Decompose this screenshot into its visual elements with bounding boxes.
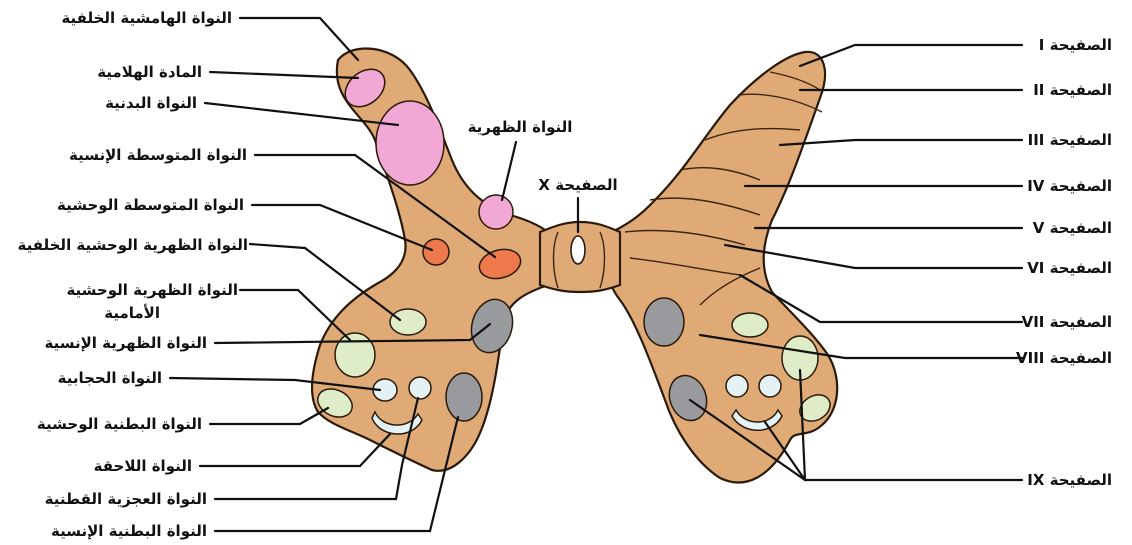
label-lamina-8: الصفيحة VIII: [1016, 349, 1112, 367]
label-retrodorsolateral-nucleus: النواة اللاحقة: [94, 457, 192, 475]
label-substantia-gelatinosa: المادة الهلامية: [97, 63, 202, 81]
label-lamina-2: الصفيحة II: [1033, 81, 1112, 99]
label-intermediolateral-nucleus: النواة المتوسطة الوحشية: [57, 196, 244, 214]
label-intermediomedial-nucleus: النواة المتوسطة الإنسية: [69, 146, 247, 164]
anterior-dorsolateral-nucleus: [335, 333, 375, 377]
phrenic-nucleus-2: [409, 377, 431, 399]
leader-lamina-3: [780, 140, 1022, 145]
center-labels: النواة الظهرية الصفيحة X: [468, 118, 618, 194]
label-dorsal-nucleus: النواة الظهرية: [468, 118, 573, 136]
nucleus-proprius: [376, 101, 444, 185]
ventromedial-nucleus: [446, 373, 482, 421]
label-nucleus-proprius: النواة البدنية: [105, 94, 197, 112]
dorsal-nucleus: [479, 195, 513, 229]
right-blue-nucleus-1: [726, 375, 748, 397]
right-green-nucleus-upper: [732, 313, 768, 337]
intermediolateral-nucleus: [423, 239, 449, 265]
label-ventromedial-nucleus: النواة البطنية الإنسية: [51, 522, 207, 540]
label-lumbosacral-nucleus: النواة العجزية القطنية: [45, 490, 207, 508]
label-lamina-6: الصفيحة VI: [1027, 259, 1112, 277]
label-posteromarginal-nucleus: النواة الهامشية الخلفية: [61, 9, 232, 27]
label-lamina-5: الصفيحة V: [1033, 219, 1112, 237]
label-phrenic-nucleus: النواة الحجابية: [58, 369, 162, 387]
label-anterior-dorsolateral-nucleus-line1: النواة الظهرية الوحشية: [66, 281, 238, 299]
label-lamina-7: الصفيحة VII: [1022, 313, 1112, 331]
leader-ventrolateral: [210, 408, 328, 424]
right-gray-nucleus-upper: [644, 298, 684, 346]
label-lamina-3: الصفيحة III: [1028, 131, 1112, 149]
label-posterior-dorsolateral-nucleus: النواة الظهرية الوحشية الخلفية: [17, 236, 248, 254]
posterior-dorsolateral-nucleus: [390, 309, 426, 335]
leader-lamina-1: [800, 45, 1022, 66]
label-lamina-1: الصفيحة I: [1039, 36, 1112, 54]
leader-lamina-6: [725, 245, 1022, 268]
label-ventrolateral-nucleus: النواة البطنية الوحشية: [37, 415, 202, 433]
label-lamina-9: الصفيحة IX: [1027, 471, 1112, 489]
label-dorsomedial-nucleus: النواة الظهرية الإنسية: [44, 334, 207, 352]
leader-dorsal-nucleus: [502, 142, 516, 200]
label-anterior-dorsolateral-nucleus-line2: الأمامية: [104, 304, 160, 322]
label-lamina-x: الصفيحة X: [538, 176, 617, 194]
right-blue-nucleus-2: [759, 375, 781, 397]
central-canal: [571, 236, 585, 264]
right-labels: الصفيحة I الصفيحة II الصفيحة III الصفيحة…: [1016, 36, 1112, 489]
label-lamina-4: الصفيحة IV: [1027, 177, 1112, 195]
leader-posteromarginal: [240, 18, 358, 60]
leader-retrodorsolateral: [200, 434, 390, 466]
left-labels: النواة الهامشية الخلفية المادة الهلامية …: [17, 9, 248, 540]
